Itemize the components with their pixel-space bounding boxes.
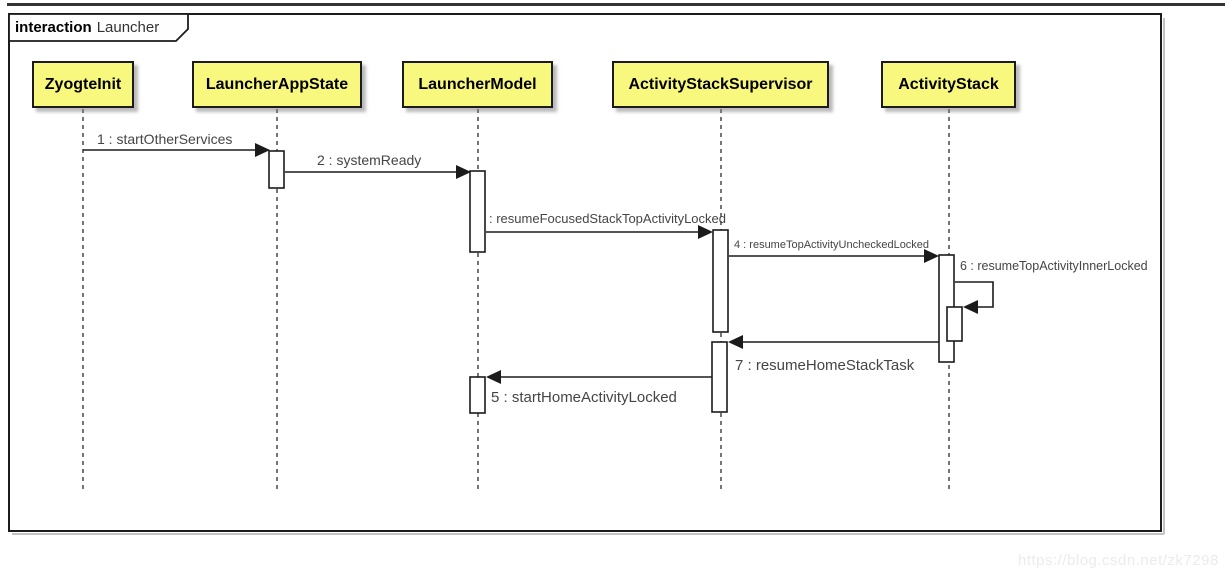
message-4-label: 4 : resumeTopActivityUncheckedLocked — [734, 239, 930, 251]
lifeline-head-launchermodel: LauncherModel — [402, 61, 553, 108]
frame-title-tab — [8, 13, 189, 42]
lifeline-head-activitystack: ActivityStack — [881, 61, 1016, 108]
activation-activitystack-nested — [946, 306, 963, 342]
frame-keyword: interaction — [15, 19, 92, 36]
message-2-label: 2 : systemReady — [317, 152, 422, 168]
message-1-arrowhead — [255, 143, 270, 157]
lifeline-head-zyogteinit: ZyogteInit — [32, 61, 134, 108]
message-4-arrowhead — [924, 249, 939, 263]
lifeline-head-activitystacksupervisor: ActivityStackSupervisor — [612, 61, 829, 108]
activation-supervisor-1 — [712, 229, 729, 333]
message-3-arrowhead — [698, 225, 713, 239]
message-1-label: 1 : startOtherServices — [97, 131, 233, 147]
watermark: https://blog.csdn.net/zk7298 — [1018, 552, 1219, 569]
message-7-label: 7 : resumeHomeStackTask — [735, 357, 915, 374]
activation-launchermodel-2 — [469, 376, 486, 414]
message-6-label: 6 : resumeTopActivityInnerLocked — [960, 259, 1148, 273]
activation-supervisor-2 — [711, 341, 728, 413]
message-6-arrowhead — [963, 300, 978, 314]
message-2-arrowhead — [456, 165, 471, 179]
message-5-arrowhead — [486, 370, 501, 384]
message-7-arrowhead — [728, 335, 743, 349]
message-3-label: : resumeFocusedStackTopActivityLocked — [489, 211, 726, 226]
message-6-selfcall-line — [955, 281, 994, 308]
top-border-rule — [7, 3, 1225, 6]
activation-launcherappstate — [268, 150, 285, 189]
message-5-label: 5 : startHomeActivityLocked — [491, 389, 677, 406]
lifeline-head-launcherappstate: LauncherAppState — [192, 61, 362, 108]
activation-launchermodel-1 — [469, 170, 486, 253]
frame-name: Launcher — [96, 19, 160, 36]
